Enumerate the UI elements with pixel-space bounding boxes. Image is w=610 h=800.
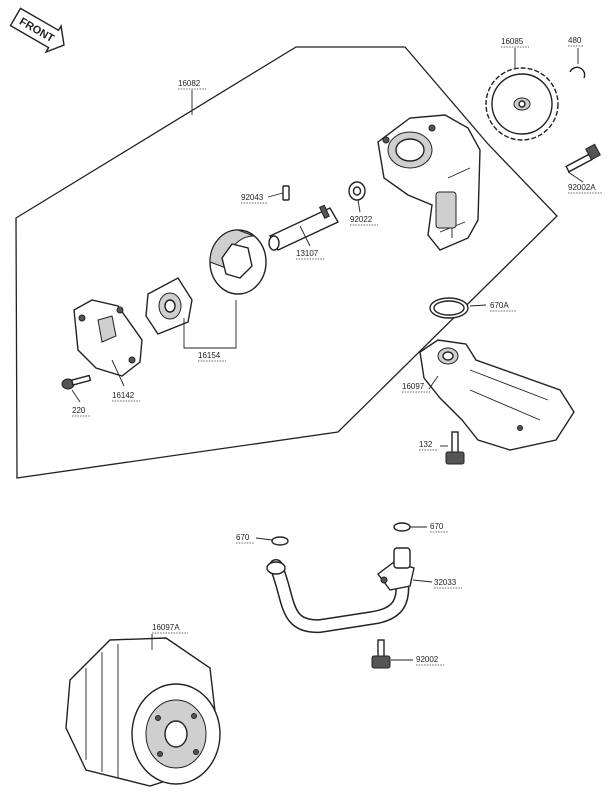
part-labels: 16082 16085 480 92002A 92043 92022 13107… xyxy=(72,36,602,666)
pin-92043 xyxy=(282,185,290,201)
label-16142: 16142 xyxy=(112,391,135,400)
label-132: 132 xyxy=(419,440,433,449)
circlip-480 xyxy=(569,66,586,79)
label-13107: 13107 xyxy=(296,249,319,258)
bolt-132 xyxy=(445,431,465,465)
label-670a: 670A xyxy=(490,301,509,310)
pump-shaft-13107 xyxy=(268,204,339,251)
pump-cover-16142 xyxy=(73,299,143,377)
inner-rotor xyxy=(145,277,193,335)
washer-92022 xyxy=(348,181,366,201)
label-92043: 92043 xyxy=(241,193,264,202)
label-32033: 32033 xyxy=(434,578,457,587)
front-arrow-badge: FRONT xyxy=(9,7,65,54)
o-ring-670-left xyxy=(271,536,289,546)
label-16097: 16097 xyxy=(402,382,425,391)
oil-strainer-16097 xyxy=(419,339,575,451)
o-ring-670-right xyxy=(393,522,411,532)
label-670-right: 670 xyxy=(430,522,444,531)
pump-drive-gear xyxy=(485,67,559,141)
o-ring-670a xyxy=(429,297,469,319)
oil-filter-16097a xyxy=(65,637,221,787)
label-16082: 16082 xyxy=(178,79,201,88)
bolt-92002 xyxy=(371,639,391,669)
leader-lines xyxy=(71,48,584,661)
oil-pipe-32033 xyxy=(266,547,415,634)
label-220: 220 xyxy=(72,406,86,415)
outer-rotor xyxy=(209,229,267,295)
pump-body-housing xyxy=(377,114,481,251)
label-16085: 16085 xyxy=(501,37,524,46)
bolt-92002a xyxy=(565,143,601,173)
screw-220 xyxy=(61,374,92,390)
pump-assembly-frame xyxy=(15,46,558,479)
label-92002a: 92002A xyxy=(568,183,596,192)
label-16097a: 16097A xyxy=(152,623,180,632)
label-92022: 92022 xyxy=(350,215,373,224)
label-92002: 92002 xyxy=(416,655,439,664)
label-670-left: 670 xyxy=(236,533,250,542)
label-16154: 16154 xyxy=(198,351,221,360)
label-480: 480 xyxy=(568,36,582,45)
